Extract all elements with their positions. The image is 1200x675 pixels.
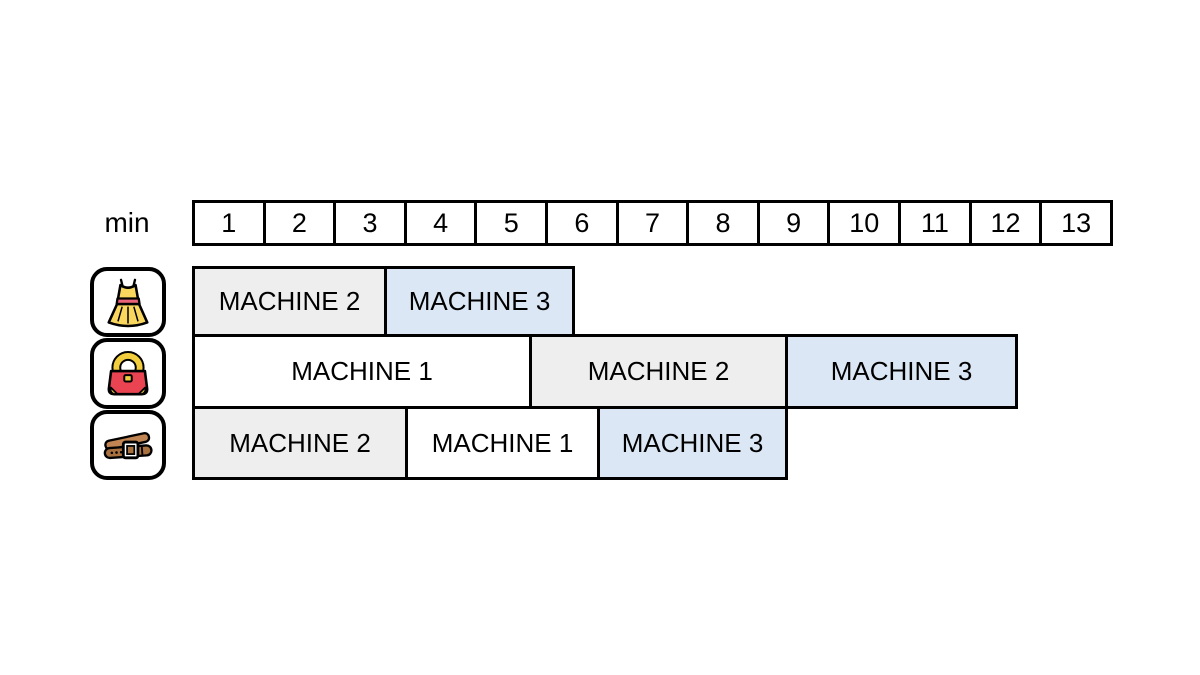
time-tick-8: 8 bbox=[686, 203, 757, 243]
gantt-segment-dress-machine3: MACHINE 3 bbox=[384, 266, 575, 337]
gantt-segment-belt-machine3: MACHINE 3 bbox=[597, 406, 788, 480]
time-tick-12: 12 bbox=[968, 203, 1040, 243]
handbag-icon bbox=[90, 338, 166, 409]
time-axis: 1 2 3 4 5 6 7 8 9 10 11 12 13 bbox=[192, 200, 1113, 246]
time-tick-5: 5 bbox=[474, 203, 545, 243]
time-tick-9: 9 bbox=[756, 203, 828, 243]
time-tick-4: 4 bbox=[403, 203, 475, 243]
time-tick-10: 10 bbox=[827, 203, 898, 243]
time-axis-unit-label: min bbox=[104, 207, 150, 238]
gantt-segment-handbag-machine3: MACHINE 3 bbox=[785, 334, 1018, 409]
gantt-segment-belt-machine1: MACHINE 1 bbox=[405, 406, 600, 480]
gantt-segment-handbag-machine2: MACHINE 2 bbox=[529, 334, 788, 409]
time-tick-7: 7 bbox=[615, 203, 687, 243]
gantt-segment-belt-machine2: MACHINE 2 bbox=[192, 406, 408, 480]
time-tick-3: 3 bbox=[333, 203, 404, 243]
time-tick-6: 6 bbox=[545, 203, 616, 243]
gantt-segment-handbag-machine1: MACHINE 1 bbox=[192, 334, 532, 409]
dress-icon bbox=[90, 267, 166, 337]
time-tick-2: 2 bbox=[262, 203, 334, 243]
gantt-segment-dress-machine2: MACHINE 2 bbox=[192, 266, 387, 337]
time-tick-1: 1 bbox=[221, 207, 237, 238]
time-tick-11: 11 bbox=[898, 203, 969, 243]
belt-icon bbox=[90, 410, 166, 480]
time-tick-13: 13 bbox=[1039, 203, 1110, 243]
